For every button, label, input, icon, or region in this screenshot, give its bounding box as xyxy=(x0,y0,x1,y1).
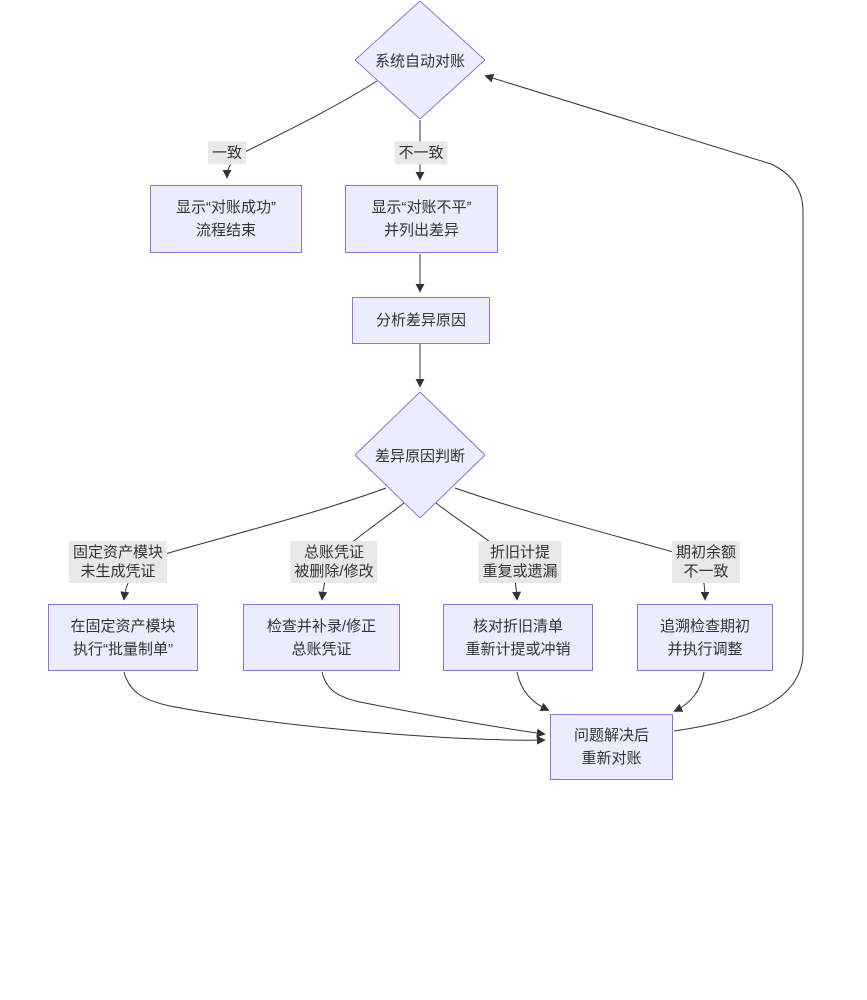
node-cause-decision[interactable]: 差异原因判断 xyxy=(355,392,485,518)
node-show-success[interactable]: 显示“对账成功” 流程结束 xyxy=(150,185,302,253)
node-fix-fixed-assets[interactable]: 在固定资产模块 执行“批量制单” xyxy=(48,604,198,671)
edge-gl-to-redo xyxy=(321,671,546,738)
node-start-decision[interactable]: 系统自动对账 xyxy=(355,1,485,119)
diamond-shape xyxy=(355,392,485,518)
edge-label-mismatch: 不一致 xyxy=(394,141,448,165)
node-label: 系统自动对账 xyxy=(374,52,465,70)
node-redo-reconcile[interactable]: 问题解决后 重新对账 xyxy=(550,714,673,780)
edge-label-cause-opening: 期初余额 不一致 xyxy=(671,541,741,583)
edge-label-cause-gl-voucher: 总账凭证 被删除/修改 xyxy=(290,541,378,583)
node-label: 差异原因判断 xyxy=(374,447,465,465)
node-analyze[interactable]: 分析差异原因 xyxy=(352,297,490,344)
node-fix-opening[interactable]: 追溯检查期初 并执行调整 xyxy=(637,604,773,671)
node-show-unbalanced[interactable]: 显示“对账不平” 并列出差异 xyxy=(345,185,498,253)
edge-dep-to-redo xyxy=(516,671,550,712)
edge-label-cause-fixed-assets: 固定资产模块 未生成凭证 xyxy=(68,541,168,583)
edge-match xyxy=(222,80,378,179)
diamond-shape xyxy=(355,1,485,119)
edge-fa-to-redo xyxy=(123,671,546,745)
node-fix-gl-voucher[interactable]: 检查并补录/修正 总账凭证 xyxy=(243,604,400,671)
node-fix-depreciation[interactable]: 核对折旧清单 重新计提或冲销 xyxy=(443,604,593,671)
edge-opening-to-redo xyxy=(673,671,705,712)
edge-label-match: 一致 xyxy=(207,141,247,165)
edge-redo-to-start xyxy=(484,73,804,732)
edge-label-cause-depreciation: 折旧计提 重复或遗漏 xyxy=(478,541,562,583)
